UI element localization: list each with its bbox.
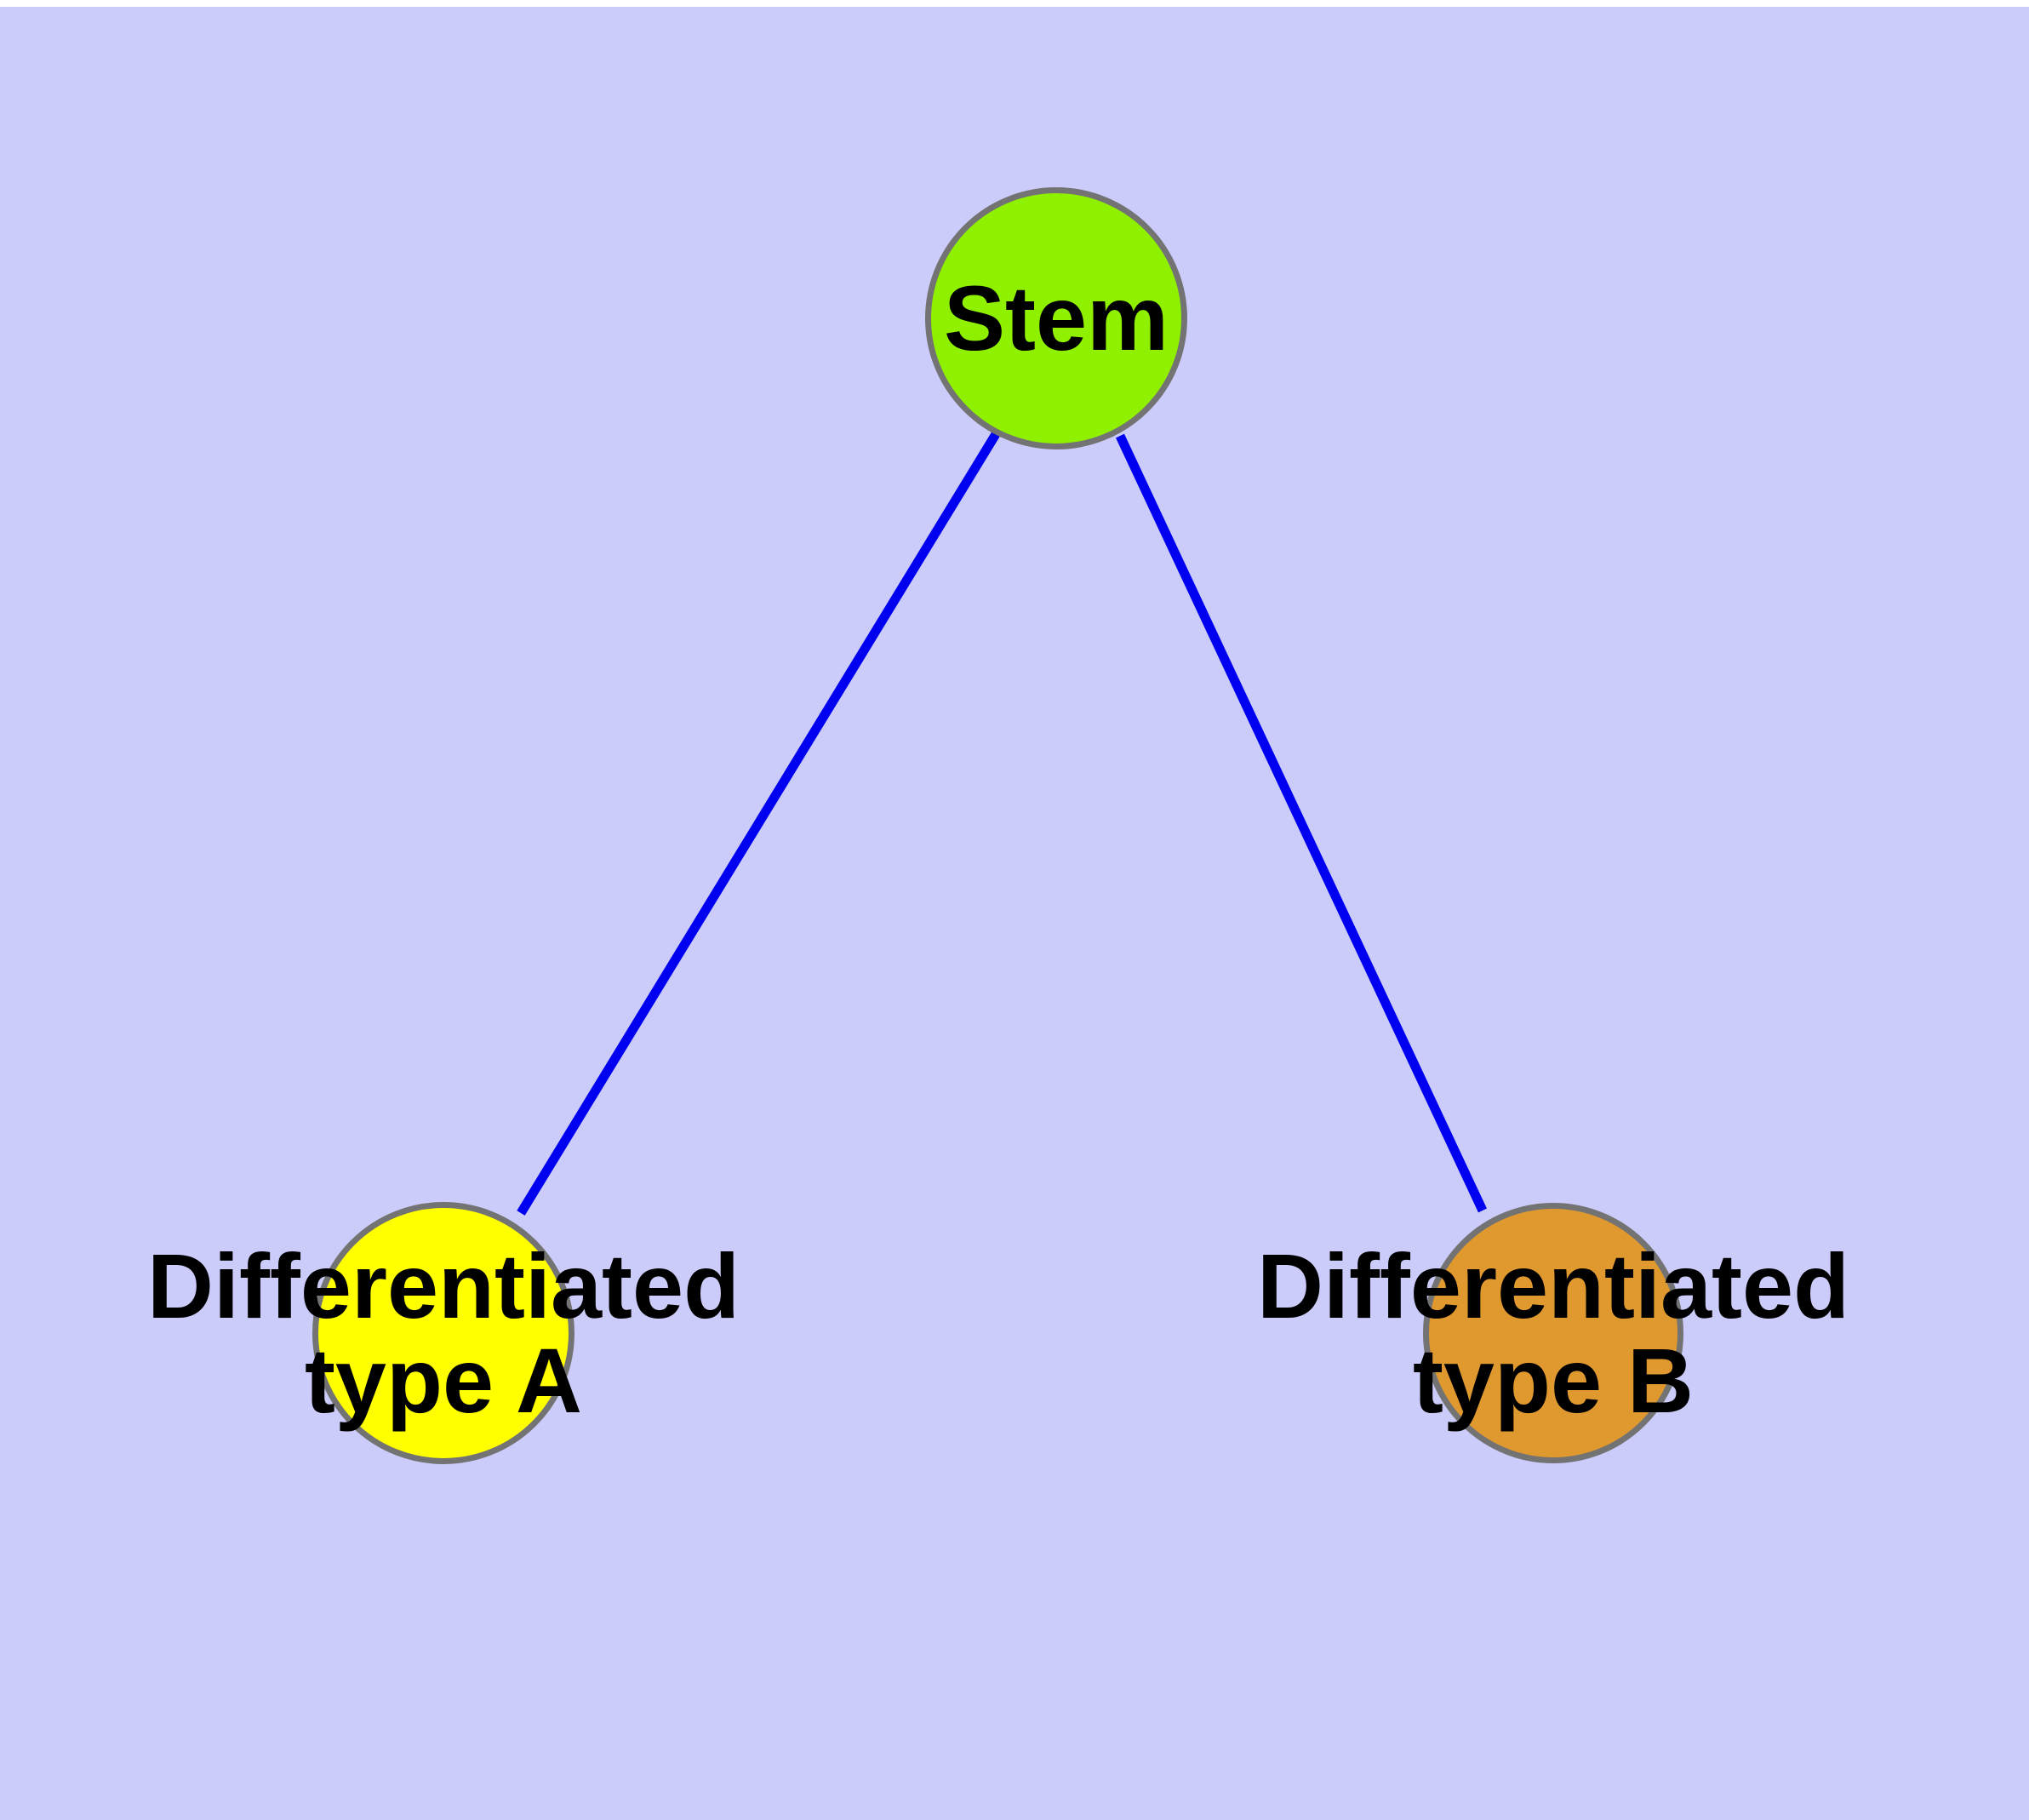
edge-stem-to-differentiated-type-b <box>1116 433 1487 1213</box>
node-differentiated-type-b[interactable] <box>1423 1203 1683 1463</box>
node-stem[interactable] <box>925 187 1187 449</box>
node-differentiated-type-a[interactable] <box>312 1202 574 1464</box>
edge-stem-to-differentiated-type-a <box>517 432 1000 1216</box>
